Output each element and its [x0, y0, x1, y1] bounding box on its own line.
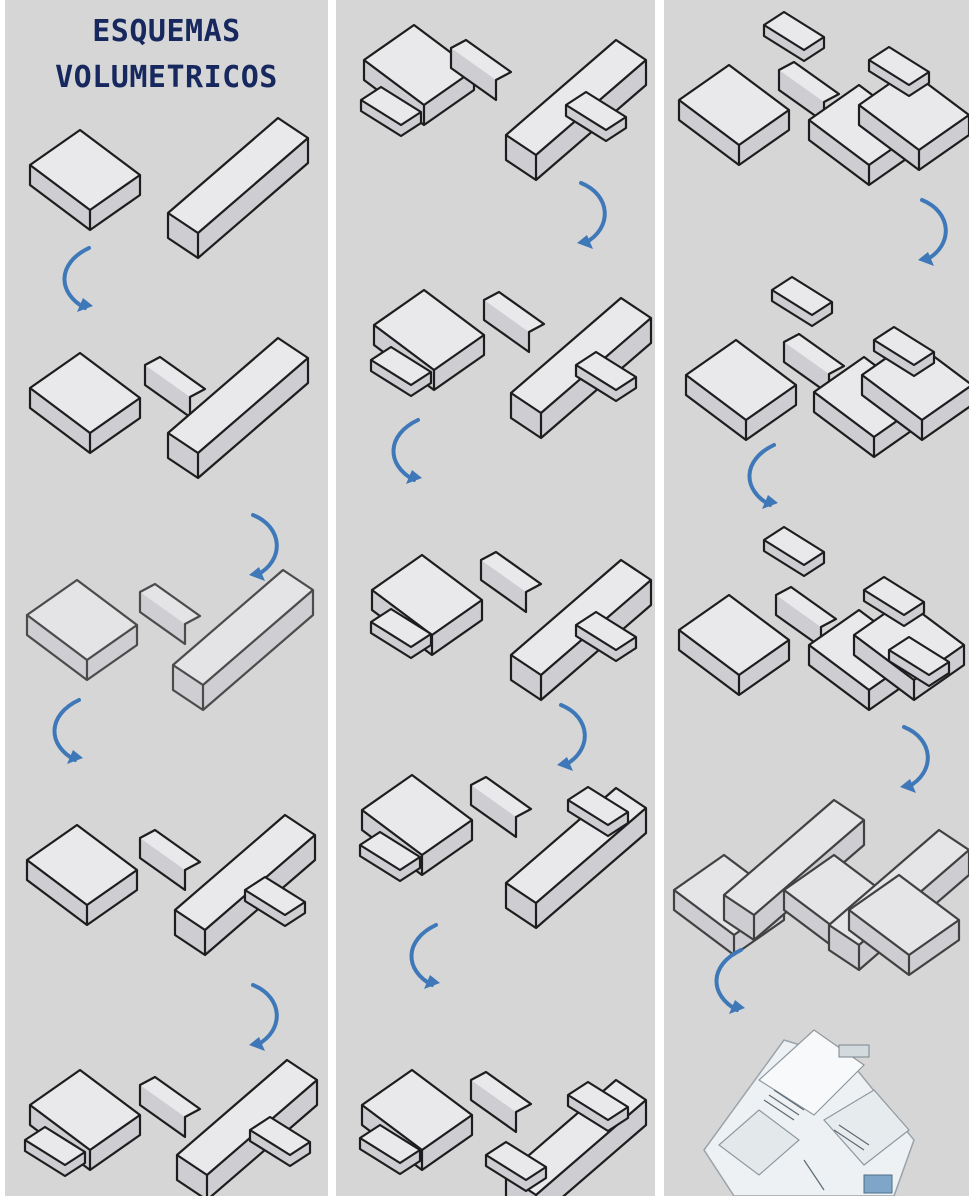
- column-2: [336, 0, 655, 1196]
- curved-arrow-icon: [249, 515, 277, 581]
- curved-arrow-icon: [54, 700, 83, 764]
- column-2-diagram: [336, 0, 655, 1196]
- step-4-volumes: [27, 815, 315, 955]
- curved-arrow-icon: [393, 420, 422, 484]
- curved-arrow-icon: [249, 985, 277, 1051]
- curved-arrow-icon: [716, 950, 745, 1014]
- step-1-volumes: [361, 25, 646, 180]
- step-3-volumes: [679, 527, 964, 710]
- curved-arrow-icon: [918, 200, 946, 266]
- curved-arrow-icon: [577, 183, 605, 249]
- column-1: ESQUEMAS VOLUMETRICOS: [5, 0, 328, 1196]
- rendered-building-icon: [704, 1030, 914, 1196]
- step-1-volumes: [30, 118, 308, 258]
- step-2-volumes: [686, 277, 969, 457]
- step-4-white-massing: [674, 800, 969, 975]
- step-3-volumes: [371, 552, 651, 700]
- column-3-diagram: [664, 0, 969, 1196]
- column-1-diagram: [5, 0, 328, 1196]
- curved-arrow-icon: [900, 727, 928, 793]
- step-4-volumes: [360, 775, 646, 928]
- step-3-volumes: [27, 570, 313, 710]
- step-1-volumes: [679, 12, 969, 185]
- curved-arrow-icon: [557, 705, 585, 771]
- curved-arrow-icon: [64, 248, 93, 312]
- step-5-volumes: [360, 1070, 646, 1196]
- step-2-volumes: [371, 290, 651, 438]
- curved-arrow-icon: [749, 445, 778, 509]
- step-5-volumes: [25, 1060, 317, 1196]
- column-3: [664, 0, 969, 1196]
- curved-arrow-icon: [411, 925, 440, 989]
- step-2-volumes: [30, 338, 308, 478]
